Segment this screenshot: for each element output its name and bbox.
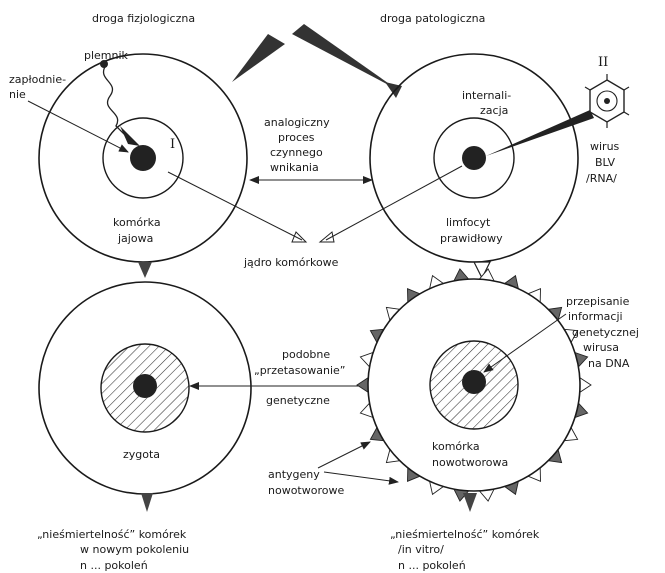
label-shuffling-3: genetyczne [266,394,330,407]
label-transcription-1: przepisanie [566,295,630,308]
label-fertilization-2: nie [9,88,26,101]
label-antigens-2: nowotworowe [268,484,344,497]
antigen-spike [580,378,591,393]
egg-cell [39,54,247,262]
down-arrow-left-top [138,262,152,278]
label-cell-nucleus: jądro komórkowe [243,256,339,269]
label-internalization-1: internali- [462,89,511,102]
nucleus-pointer-left [168,172,302,240]
down-arrow-right-bottom [463,493,477,512]
virus-icon [585,74,629,128]
label-lymphocyte-2: prawidłowy [440,232,503,245]
label-process-2: proces [278,131,315,144]
wedge-pathological [292,24,398,90]
lymphocyte-cell [370,54,578,262]
label-sperm: plemnik [84,49,129,62]
label-tumor-cell-2: nowotworowa [432,456,508,469]
antigen-spike [357,378,368,393]
egg-nucleus [130,145,156,171]
label-fertilization-1: zapłodnie- [9,73,66,86]
label-internalization-2: zacja [480,104,508,117]
label-tumor-cell-1: komórka [432,440,480,453]
label-lymphocyte-1: limfocyt [446,216,491,229]
lymphocyte-nucleus [462,146,486,170]
label-egg-cell-2: jajowa [117,232,153,245]
label-shuffling-2: „przetasowanie” [254,364,346,377]
label-physiological-path: droga fizjologiczna [92,12,195,25]
label-immortality-right-3: n ... pokoleń [398,559,466,572]
label-antigens-1: antygeny [268,468,320,481]
zygote-cell [39,282,251,494]
label-roman-one: I [170,137,175,152]
label-process-1: analogiczny [264,116,330,129]
label-immortality-left-1: „nieśmiertelność” komórek [37,528,187,541]
label-transcription-4: wirusa [583,341,619,354]
label-roman-two: II [598,55,608,70]
label-shuffling-1: podobne [282,348,330,361]
label-zygote: zygota [123,448,160,461]
label-process-4: wnikania [270,161,319,174]
label-virus-3: /RNA/ [586,172,617,185]
label-transcription-3: genetycznej [572,326,639,339]
label-immortality-left-2: w nowym pokoleniu [80,543,189,556]
sperm-icon [104,65,130,140]
nucleus-pointer-right [326,166,462,240]
label-immortality-right-2: /in vitro/ [398,543,444,556]
sperm-arrow [120,126,140,146]
sperm-head-icon [100,60,108,68]
label-virus-2: BLV [595,156,615,169]
label-transcription-5: na DNA [588,357,630,370]
label-process-3: czynnego [270,146,323,159]
label-immortality-left-3: n ... pokoleń [80,559,148,572]
antigen-arrow-upper [318,442,370,468]
tumor-nucleus [462,370,486,394]
label-virus-1: wirus [590,140,620,153]
label-egg-cell-1: komórka [113,216,161,229]
wedge-physiological [232,34,285,82]
zygote-nucleus [133,374,157,398]
label-immortality-right-1: „nieśmiertelność” komórek [390,528,540,541]
label-pathological-path: droga patologiczna [380,12,485,25]
nucleus-arrow-left [292,232,306,242]
label-transcription-2: informacji [568,310,623,323]
antigen-arrow-lower [324,472,398,482]
down-arrow-left-bottom [141,493,153,512]
fertilization-arrow [28,101,128,152]
